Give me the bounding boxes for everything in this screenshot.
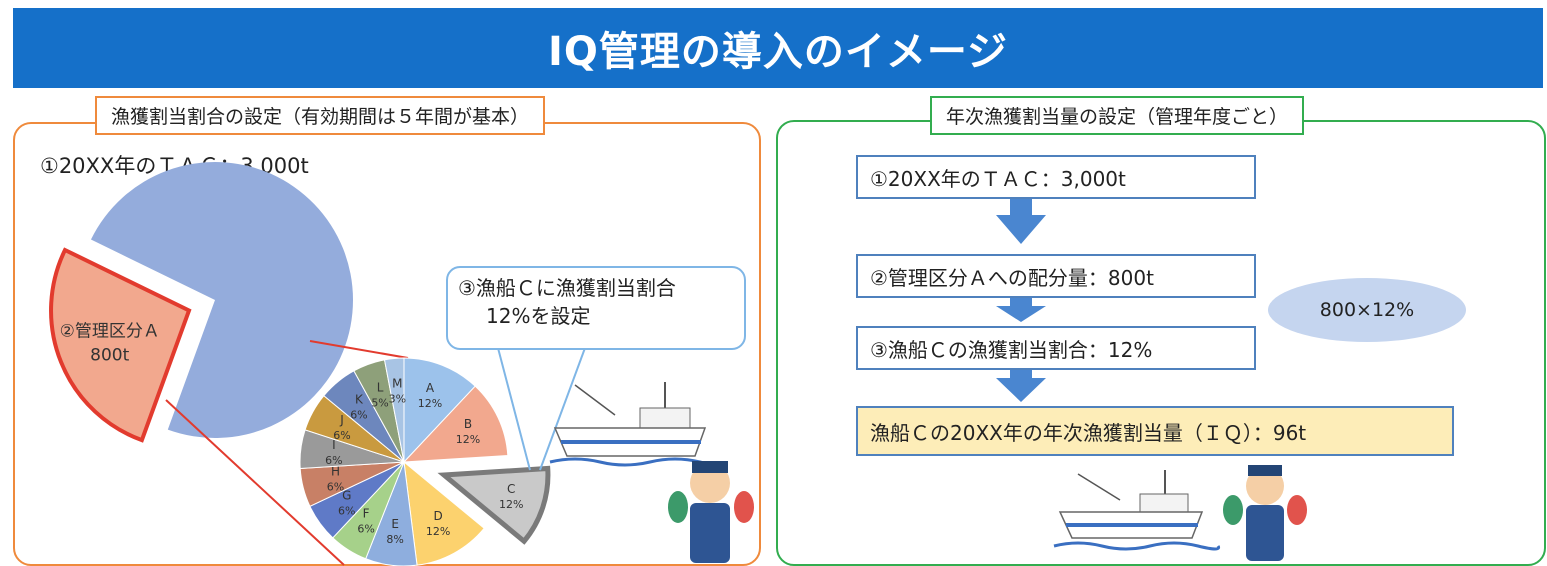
slice-pct-a: 12% <box>418 397 442 410</box>
pie-slice-b <box>402 385 509 463</box>
slice-letter-c: C <box>507 482 515 496</box>
slice-letter-b: B <box>464 417 472 431</box>
slice-letter-l: L <box>377 380 384 394</box>
slice-pct-k: 6% <box>350 409 367 422</box>
callout-line-2: 12%を設定 <box>486 304 591 328</box>
down-arrow-icon <box>996 199 1046 244</box>
slice-letter-a: A <box>426 381 435 395</box>
vessel-pie-chart: A12%B12%C12%D12%E8%F6%G6%H6%I6%J6%K6%L5%… <box>299 357 551 566</box>
slice-label-value: 800t <box>90 346 129 366</box>
down-arrow-icon <box>996 298 1046 322</box>
flow-step-vessel-ratio: ③漁船Ｃの漁獲割当割合：12% <box>856 326 1256 370</box>
fisherman-icon <box>668 461 754 563</box>
slice-pct-g: 6% <box>338 505 355 518</box>
slice-pct-c: 12% <box>499 498 523 511</box>
vessel-c-ratio-callout: ③漁船Ｃに漁獲割当割合 12%を設定 <box>446 266 746 350</box>
down-arrow-icon <box>996 370 1046 402</box>
slice-pct-h: 6% <box>327 481 344 494</box>
zoom-line-bottom <box>165 399 345 566</box>
zoom-line-top <box>309 340 409 359</box>
pie-slice-d <box>403 460 485 566</box>
slice-letter-j: J <box>339 413 344 427</box>
fishing-boat-icon <box>549 382 723 467</box>
page-title: IQ管理の導入のイメージ <box>13 8 1543 88</box>
slice-pct-l: 5% <box>371 396 388 409</box>
flow-step-annual-iq: 漁船Ｃの20XX年の年次漁獲割当量（ＩＱ）：96t <box>856 406 1454 456</box>
slice-letter-k: K <box>355 393 364 407</box>
slice-pct-d: 12% <box>426 525 450 538</box>
slice-pct-f: 6% <box>357 523 374 536</box>
slice-pct-b: 12% <box>456 433 480 446</box>
flow-step-allocation: ②管理区分Ａへの配分量：800t <box>856 254 1256 298</box>
fisherman-icon <box>1223 465 1307 561</box>
callout-line-1: ③漁船Ｃに漁獲割当割合 <box>458 276 676 300</box>
slice-pct-e: 8% <box>386 533 403 546</box>
slice-letter-e: E <box>391 517 399 531</box>
pie-slice-c <box>437 465 551 545</box>
flow-step-tac: ①20XX年のＴＡＣ：3,000t <box>856 155 1256 199</box>
slice-letter-d: D <box>433 509 442 523</box>
callout-pointer <box>497 347 531 471</box>
allocation-ratio-panel-title: 漁獲割当割合の設定（有効期間は５年間が基本） <box>95 96 546 135</box>
slice-letter-f: F <box>363 507 370 521</box>
slice-pct-m: 3% <box>389 393 406 406</box>
slice-letter-m: M <box>392 377 402 391</box>
pie-slice-a <box>403 357 476 464</box>
slice-pct-j: 6% <box>333 429 350 442</box>
slice-pct-i: 6% <box>325 454 342 467</box>
fishing-boat-icon <box>1053 470 1221 551</box>
slice-letter-h: H <box>331 465 340 479</box>
slice-letter-i: I <box>332 438 336 452</box>
annual-quota-panel-title: 年次漁獲割当量の設定（管理年度ごと） <box>930 96 1305 135</box>
slice-label-name: ②管理区分Ａ <box>60 322 160 342</box>
tac-pie-chart: ②管理区分Ａ 800t <box>49 162 353 443</box>
pie-slice-m <box>383 357 405 463</box>
calculation-oval: 800×12% <box>1268 278 1466 342</box>
pie-slice-management-area-a <box>49 247 192 443</box>
pie-slice-remaining <box>90 162 353 438</box>
slice-letter-g: G <box>342 489 351 503</box>
